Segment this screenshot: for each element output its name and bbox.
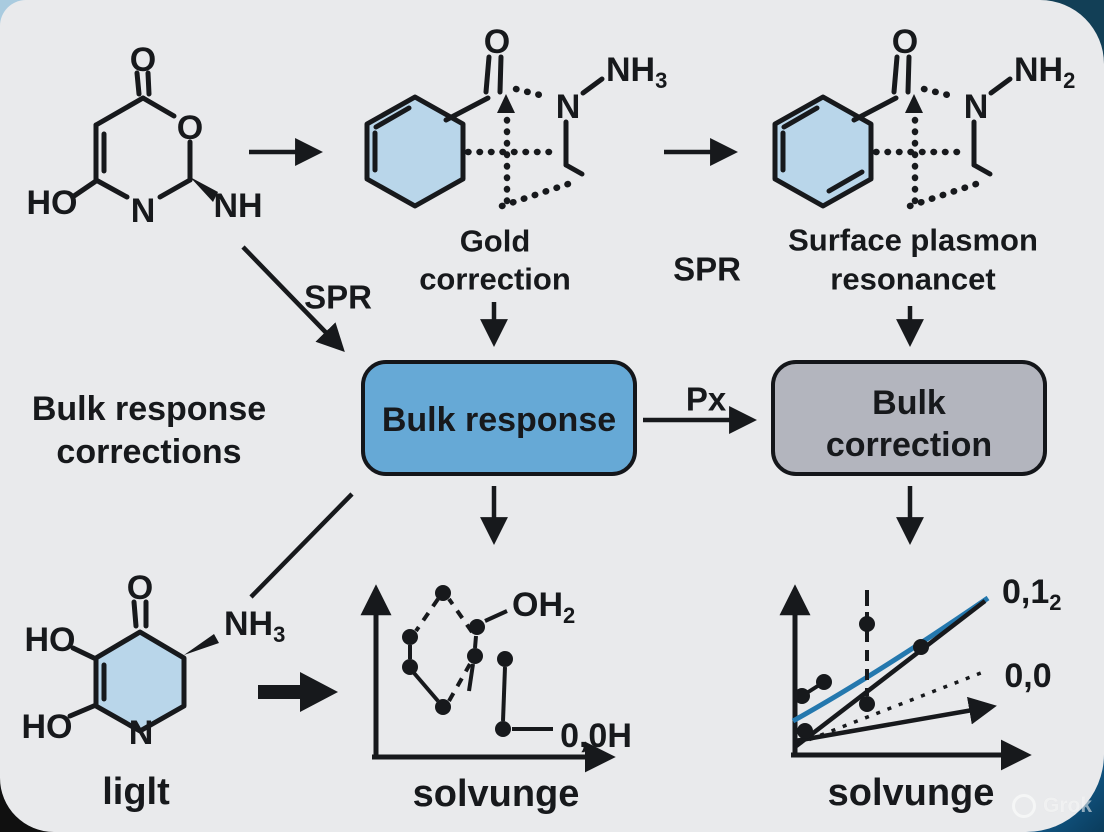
dot-hexagon-vertices: [402, 585, 513, 737]
caption-spr-line2: resonancet: [830, 262, 995, 297]
atom-label-ring-o: O: [177, 109, 203, 147]
molecule-oxazinone: [71, 70, 218, 202]
dashed-reference-line: [797, 669, 987, 746]
amine-sub: 3: [655, 68, 667, 93]
annotation-top: 0,12: [1002, 573, 1062, 615]
oh-base: OH: [512, 586, 563, 624]
molecule-gold-bonds: [372, 54, 605, 177]
spr-label-right: SPR: [673, 251, 741, 288]
atom-label-amine: NH: [213, 187, 262, 225]
px-label: Px: [686, 381, 727, 418]
atom-label-n: N: [964, 88, 989, 126]
atom-label-amine-nh3: NH3: [606, 51, 667, 93]
atom-label-hydroxyl: HO: [27, 184, 78, 222]
benzene-hexagon: [772, 94, 874, 209]
bulk-response-box-label: Bulk response: [382, 401, 616, 439]
amine-sub: 2: [1063, 68, 1075, 93]
molecule-gold-correction: [364, 54, 605, 210]
bulk-correction-label-line1: Bulk: [872, 384, 946, 422]
molecule-spr: [772, 54, 1013, 210]
atom-label-carbonyl-o: O: [484, 23, 510, 61]
amine-base: NH: [1014, 51, 1063, 89]
up-triangle-marker: [905, 94, 923, 113]
molecule-spr-bonds: [780, 54, 1013, 194]
spr-label-left: SPR: [304, 279, 372, 316]
caption-middle-plot: solvunge: [413, 773, 580, 815]
dotted-interaction-lines: [464, 85, 572, 210]
dotted-interaction-lines: [872, 85, 980, 210]
bulk-response-box: [361, 360, 637, 476]
annotation-mid: 0,0: [1004, 657, 1051, 695]
lower-arrow-line: [794, 696, 997, 744]
benzene-hexagon: [364, 94, 466, 209]
fit-line: [793, 599, 987, 749]
side-note-line2: corrections: [56, 433, 241, 471]
up-triangle-marker: [497, 94, 515, 113]
middle-plot: [360, 584, 616, 773]
annotation-oh2: OH2: [512, 586, 575, 628]
bulk-correction-box: [771, 360, 1047, 476]
right-plot: [779, 584, 1032, 771]
watermark-logo-icon: [1011, 794, 1036, 818]
molecule-ligand: [67, 599, 219, 734]
middle-plot-axes: [360, 584, 616, 773]
atom-label-n: N: [556, 88, 581, 126]
wedge-bond: [190, 177, 218, 202]
bold-arrow: [258, 672, 338, 712]
wedge-bond: [184, 634, 219, 655]
amine-base: NH: [606, 51, 655, 89]
atom-label-carbonyl-o: O: [127, 569, 153, 607]
atom-label-ho-bottom: HO: [22, 708, 73, 746]
watermark-text: Grok: [1042, 794, 1092, 817]
flow-arrows: [241, 138, 924, 599]
caption-gold-line1: Gold: [460, 224, 531, 259]
atom-label-ring-n: N: [129, 714, 154, 752]
arrow-spr-diagonal: [241, 245, 345, 353]
annotation-top-base: 0,1: [1002, 573, 1049, 611]
oh-sub: 2: [563, 603, 575, 628]
atom-label-amine-nh3: NH3: [224, 605, 285, 647]
caption-gold-line2: correction: [419, 262, 571, 297]
right-plot-points: [794, 616, 929, 739]
right-plot-axes: [779, 584, 1032, 771]
annotation-top-sub: 2: [1049, 590, 1061, 615]
atom-label-ring-n: N: [131, 192, 156, 230]
caption-ligand: liglt: [102, 771, 170, 813]
molecule-ligand-bonds: [67, 599, 149, 719]
annotation-origin: 0,0H: [560, 717, 632, 755]
side-note-line1: Bulk response: [32, 390, 266, 428]
amine-sub: 3: [273, 622, 285, 647]
molecule-oxazinone-bonds: [71, 70, 193, 200]
atom-label-carbonyl-o: O: [892, 23, 918, 61]
watermark: Grok: [1011, 794, 1092, 818]
caption-spr-line1: Surface plasmon: [788, 223, 1038, 258]
dot-hexagon-edges: [408, 597, 553, 731]
line-box-to-ligand: [249, 492, 354, 599]
atom-label-carbonyl-o: O: [130, 41, 156, 79]
bulk-correction-label-line2: correction: [826, 426, 992, 464]
amine-base: NH: [224, 605, 273, 643]
atom-label-amine-nh2: NH2: [1014, 51, 1075, 93]
blue-curve: [791, 595, 990, 724]
atom-label-ho-top: HO: [25, 621, 76, 659]
caption-right-plot: solvunge: [828, 772, 995, 814]
